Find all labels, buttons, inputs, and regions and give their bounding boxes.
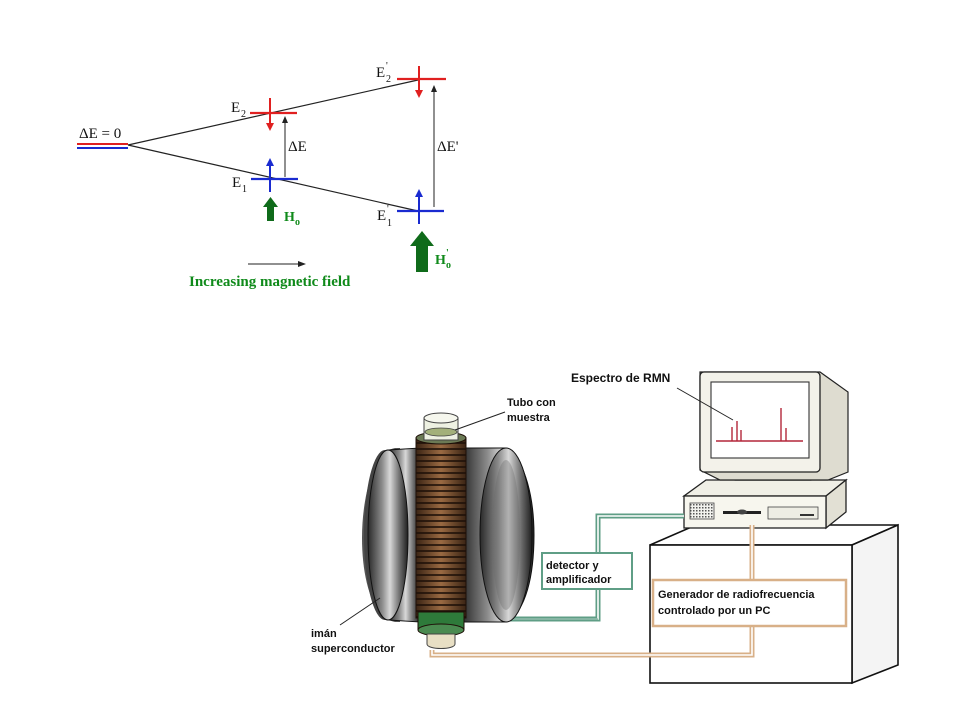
superconducting-magnet	[362, 412, 535, 649]
svg-text:H: H	[435, 253, 446, 268]
svg-text:2: 2	[241, 109, 246, 120]
magnet-label-line1: imán	[311, 628, 337, 640]
svg-text:o: o	[295, 217, 300, 228]
svg-text:1: 1	[242, 184, 247, 195]
tube-label-line2: muestra	[507, 412, 551, 424]
e1-prime-label: E ' 1	[377, 204, 392, 229]
e2-prime-label: E ' 2	[376, 61, 391, 85]
magnet-label-line2: superconductor	[311, 643, 395, 655]
tube-label-line1: Tubo con	[507, 397, 556, 409]
zeeman-diagram: ΔE = 0 E 2 E 1 E ' 2 E ' 1 ΔE ΔE' H o H …	[77, 61, 459, 290]
h0-label: H o	[284, 210, 300, 228]
magnet-pointer	[339, 597, 381, 626]
svg-text:o: o	[446, 260, 451, 271]
svg-text:E: E	[232, 175, 241, 191]
monitor-screen	[710, 381, 810, 459]
pc-base-unit	[682, 478, 848, 530]
delta-e-prime-label: ΔE'	[437, 139, 459, 155]
increasing-field-arrowhead	[298, 261, 306, 267]
e2-spin-arrowhead	[266, 123, 274, 131]
svg-text:': '	[387, 204, 389, 215]
spectrum-pointer	[676, 387, 734, 421]
delta-e-arrowhead	[282, 116, 288, 123]
detector-box: detector y amplificador	[541, 552, 633, 590]
e2-label: E 2	[231, 100, 246, 120]
nmr-apparatus: detector y amplificador Generador de rad…	[311, 371, 899, 685]
generator-box: Generador de radiofrecuencia controlado …	[651, 578, 848, 628]
generator-label-line1: Generador de radiofrecuencia	[658, 589, 815, 601]
drive-bay	[767, 506, 819, 520]
svg-text:': '	[446, 248, 449, 259]
svg-text:H: H	[284, 210, 295, 225]
svg-text:E: E	[377, 208, 386, 224]
e1-spin-arrowhead	[266, 158, 274, 166]
e1-label: E 1	[232, 175, 247, 195]
tube-pointer	[454, 411, 506, 431]
h0-prime-label: H ' o	[435, 248, 451, 271]
monitor	[699, 371, 849, 481]
detector-label-line1: detector y	[546, 560, 599, 572]
speaker-grill	[689, 502, 715, 520]
svg-text:E: E	[231, 100, 240, 116]
delta-e-prime-arrowhead	[431, 85, 437, 92]
h0-arrow-shaft	[267, 205, 274, 221]
svg-text:E: E	[376, 65, 385, 81]
e1-prime-spin-arrowhead	[415, 189, 423, 197]
h0-arrow-head	[263, 197, 278, 207]
delta-e-label: ΔE	[288, 139, 307, 155]
generator-label-line2: controlado por un PC	[658, 605, 770, 617]
svg-text:': '	[386, 61, 388, 72]
e2-prime-spin-arrowhead	[415, 90, 423, 98]
h0-prime-arrow-head	[410, 231, 434, 246]
h0-prime-arrow-shaft	[416, 244, 428, 272]
spectrum-label: Espectro de RMN	[571, 371, 670, 385]
delta-zero-label: ΔE = 0	[79, 126, 121, 142]
svg-text:1: 1	[387, 218, 392, 229]
svg-text:2: 2	[386, 74, 391, 85]
detector-label-line2: amplificador	[546, 574, 612, 586]
nmr-spectrum	[716, 408, 803, 442]
increasing-field-caption: Increasing magnetic field	[189, 274, 351, 290]
